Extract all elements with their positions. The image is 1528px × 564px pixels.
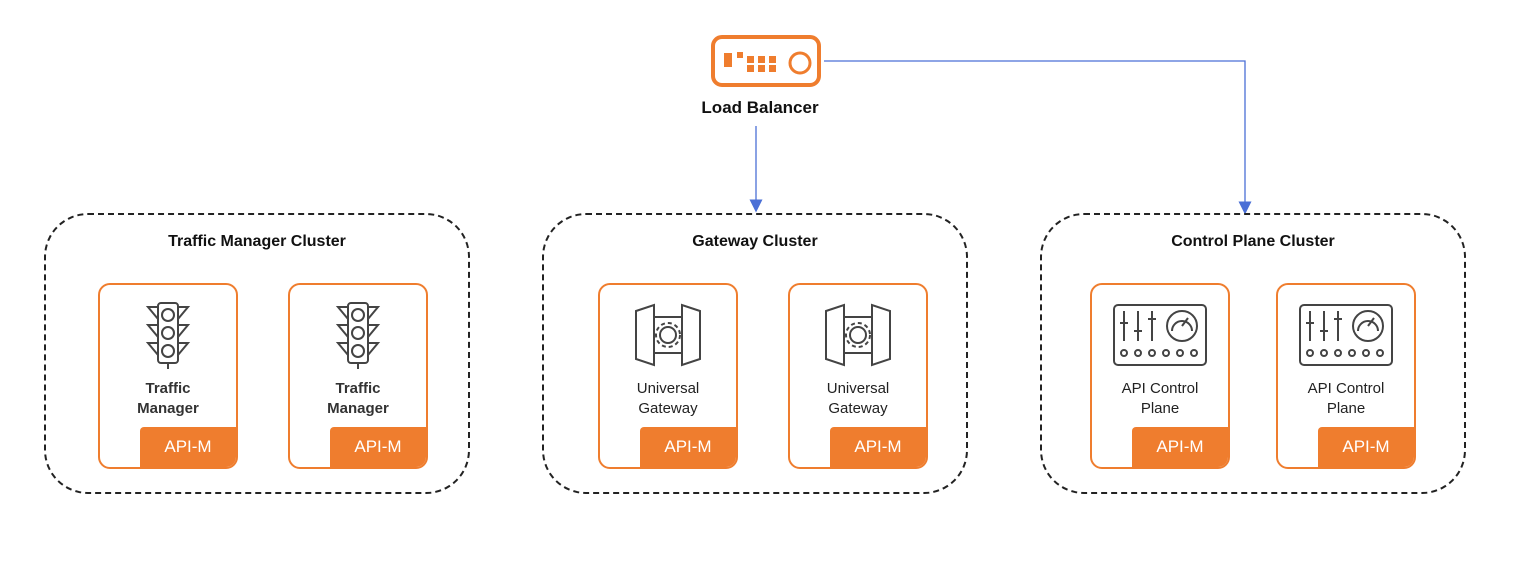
gateway-icon	[825, 303, 891, 367]
control-plane-cluster: Control Plane Cluster API Control Plane …	[1040, 213, 1466, 494]
gateway-icon	[635, 303, 701, 367]
traffic-light-icon	[145, 302, 191, 369]
traffic-manager-card[interactable]: Traffic Manager API-M	[288, 283, 428, 469]
api-m-badge: API-M	[140, 427, 236, 467]
cluster-title: Gateway Cluster	[692, 233, 818, 250]
api-m-badge: API-M	[640, 427, 736, 467]
api-control-plane-card[interactable]: API Control Plane API-M	[1090, 283, 1230, 469]
universal-gateway-card[interactable]: Universal Gateway API-M	[788, 283, 928, 469]
control-panel-icon	[1299, 304, 1393, 366]
load-balancer-label: Load Balancer	[701, 98, 819, 117]
card-label: API Control Plane	[1307, 380, 1385, 417]
load-balancer-icon	[711, 35, 821, 87]
universal-gateway-card[interactable]: Universal Gateway API-M	[598, 283, 738, 469]
card-label: Universal Gateway	[826, 380, 890, 417]
api-m-badge: API-M	[1318, 427, 1414, 467]
card-label: Traffic Manager	[327, 380, 389, 417]
cluster-title: Control Plane Cluster	[1171, 233, 1335, 250]
gateway-cluster: Gateway Cluster Universal Gateway API-M	[542, 213, 968, 494]
traffic-manager-card[interactable]: Traffic Manager API-M	[98, 283, 238, 469]
card-label: Universal Gateway	[636, 380, 700, 417]
traffic-light-icon	[335, 302, 381, 369]
control-panel-icon	[1113, 304, 1207, 366]
api-control-plane-card[interactable]: API Control Plane API-M	[1276, 283, 1416, 469]
connector-to-control-plane	[824, 60, 1252, 215]
api-m-badge: API-M	[1132, 427, 1228, 467]
card-label: Traffic Manager	[137, 380, 199, 417]
api-m-badge: API-M	[330, 427, 426, 467]
cluster-title: Traffic Manager Cluster	[168, 233, 346, 250]
traffic-manager-cluster: Traffic Manager Cluster Traffic Manager …	[44, 213, 470, 494]
api-m-badge: API-M	[830, 427, 926, 467]
card-label: API Control Plane	[1121, 380, 1199, 417]
